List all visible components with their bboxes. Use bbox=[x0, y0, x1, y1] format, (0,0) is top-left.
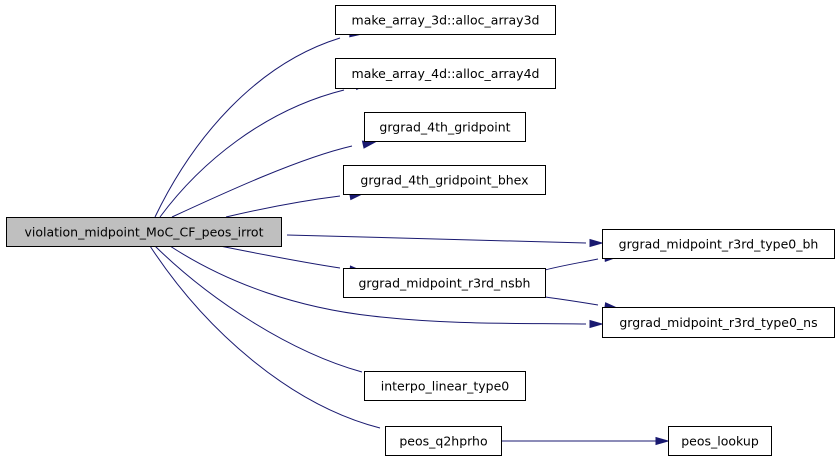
node-grgrad4bhex[interactable]: grgrad_4th_gridpoint_bhex bbox=[343, 165, 546, 195]
node-label: grgrad_midpoint_r3rd_type0_ns bbox=[619, 315, 817, 330]
edge-root-to-r3rd_ns bbox=[169, 245, 604, 329]
node-label: grgrad_4th_gridpoint bbox=[379, 120, 510, 135]
edge-peos_q2hprho-to-peos_lookup bbox=[501, 436, 670, 446]
node-alloc4d[interactable]: make_array_4d::alloc_array4d bbox=[335, 58, 556, 89]
node-peos-q2hprho[interactable]: peos_q2hprho bbox=[385, 426, 502, 456]
edge-root-to-grgrad4 bbox=[171, 140, 377, 218]
node-root[interactable]: violation_midpoint_MoC_CF_peos_irrot bbox=[6, 217, 282, 247]
node-label: interpo_linear_type0 bbox=[381, 379, 509, 394]
edge-root-to-grgrad4bhex bbox=[225, 192, 364, 218]
node-box[interactable] bbox=[602, 229, 835, 259]
node-label: grgrad_midpoint_r3rd_type0_bh bbox=[619, 237, 819, 252]
node-label: make_array_4d::alloc_array4d bbox=[352, 66, 540, 81]
edge-line bbox=[149, 245, 381, 429]
arrowhead-icon bbox=[655, 436, 670, 446]
node-box[interactable] bbox=[364, 112, 526, 142]
edge-root-to-alloc3d bbox=[154, 29, 364, 218]
arrowhead-icon bbox=[589, 319, 604, 329]
node-r3rd-nsbh[interactable]: grgrad_midpoint_r3rd_nsbh bbox=[343, 268, 546, 298]
node-box[interactable] bbox=[335, 58, 556, 89]
edge-line bbox=[154, 37, 341, 218]
node-box[interactable] bbox=[6, 217, 282, 247]
node-box[interactable] bbox=[364, 371, 526, 401]
arrowhead-icon bbox=[589, 238, 604, 248]
node-interpo[interactable]: interpo_linear_type0 bbox=[364, 371, 526, 401]
arrowhead-icon bbox=[361, 140, 377, 149]
node-label: violation_midpoint_MoC_CF_peos_irrot bbox=[25, 225, 264, 240]
node-box[interactable] bbox=[385, 426, 502, 456]
node-r3rd-ns[interactable]: grgrad_midpoint_r3rd_type0_ns bbox=[602, 307, 835, 338]
edge-root-to-r3rd_nsbh bbox=[219, 245, 364, 274]
node-peos-lookup[interactable]: peos_lookup bbox=[668, 426, 772, 456]
edge-line bbox=[169, 245, 587, 325]
edge-line bbox=[544, 296, 599, 306]
node-grgrad4[interactable]: grgrad_4th_gridpoint bbox=[364, 112, 526, 142]
node-box[interactable] bbox=[343, 165, 546, 195]
edge-line bbox=[544, 258, 599, 271]
edge-line bbox=[159, 89, 345, 218]
node-box[interactable] bbox=[343, 268, 546, 298]
edge-line bbox=[154, 245, 363, 373]
node-alloc3d[interactable]: make_array_3d::alloc_array3d bbox=[335, 5, 556, 35]
node-label: make_array_3d::alloc_array3d bbox=[352, 13, 540, 28]
node-box[interactable] bbox=[335, 5, 556, 35]
edge-root-to-r3rd_bh bbox=[286, 234, 604, 248]
node-label: grgrad_midpoint_r3rd_nsbh bbox=[359, 276, 531, 291]
node-label: peos_lookup bbox=[681, 434, 759, 449]
node-label: peos_q2hprho bbox=[399, 434, 487, 449]
edge-line bbox=[225, 195, 341, 218]
node-r3rd-bh[interactable]: grgrad_midpoint_r3rd_type0_bh bbox=[602, 229, 835, 259]
edge-line bbox=[219, 245, 341, 269]
edge-line bbox=[286, 234, 587, 244]
nodes-layer: violation_midpoint_MoC_CF_peos_irrot make… bbox=[6, 5, 835, 456]
node-box[interactable] bbox=[602, 307, 835, 338]
edge-line bbox=[171, 145, 353, 218]
node-box[interactable] bbox=[668, 426, 772, 456]
node-label: grgrad_4th_gridpoint_bhex bbox=[360, 173, 528, 188]
